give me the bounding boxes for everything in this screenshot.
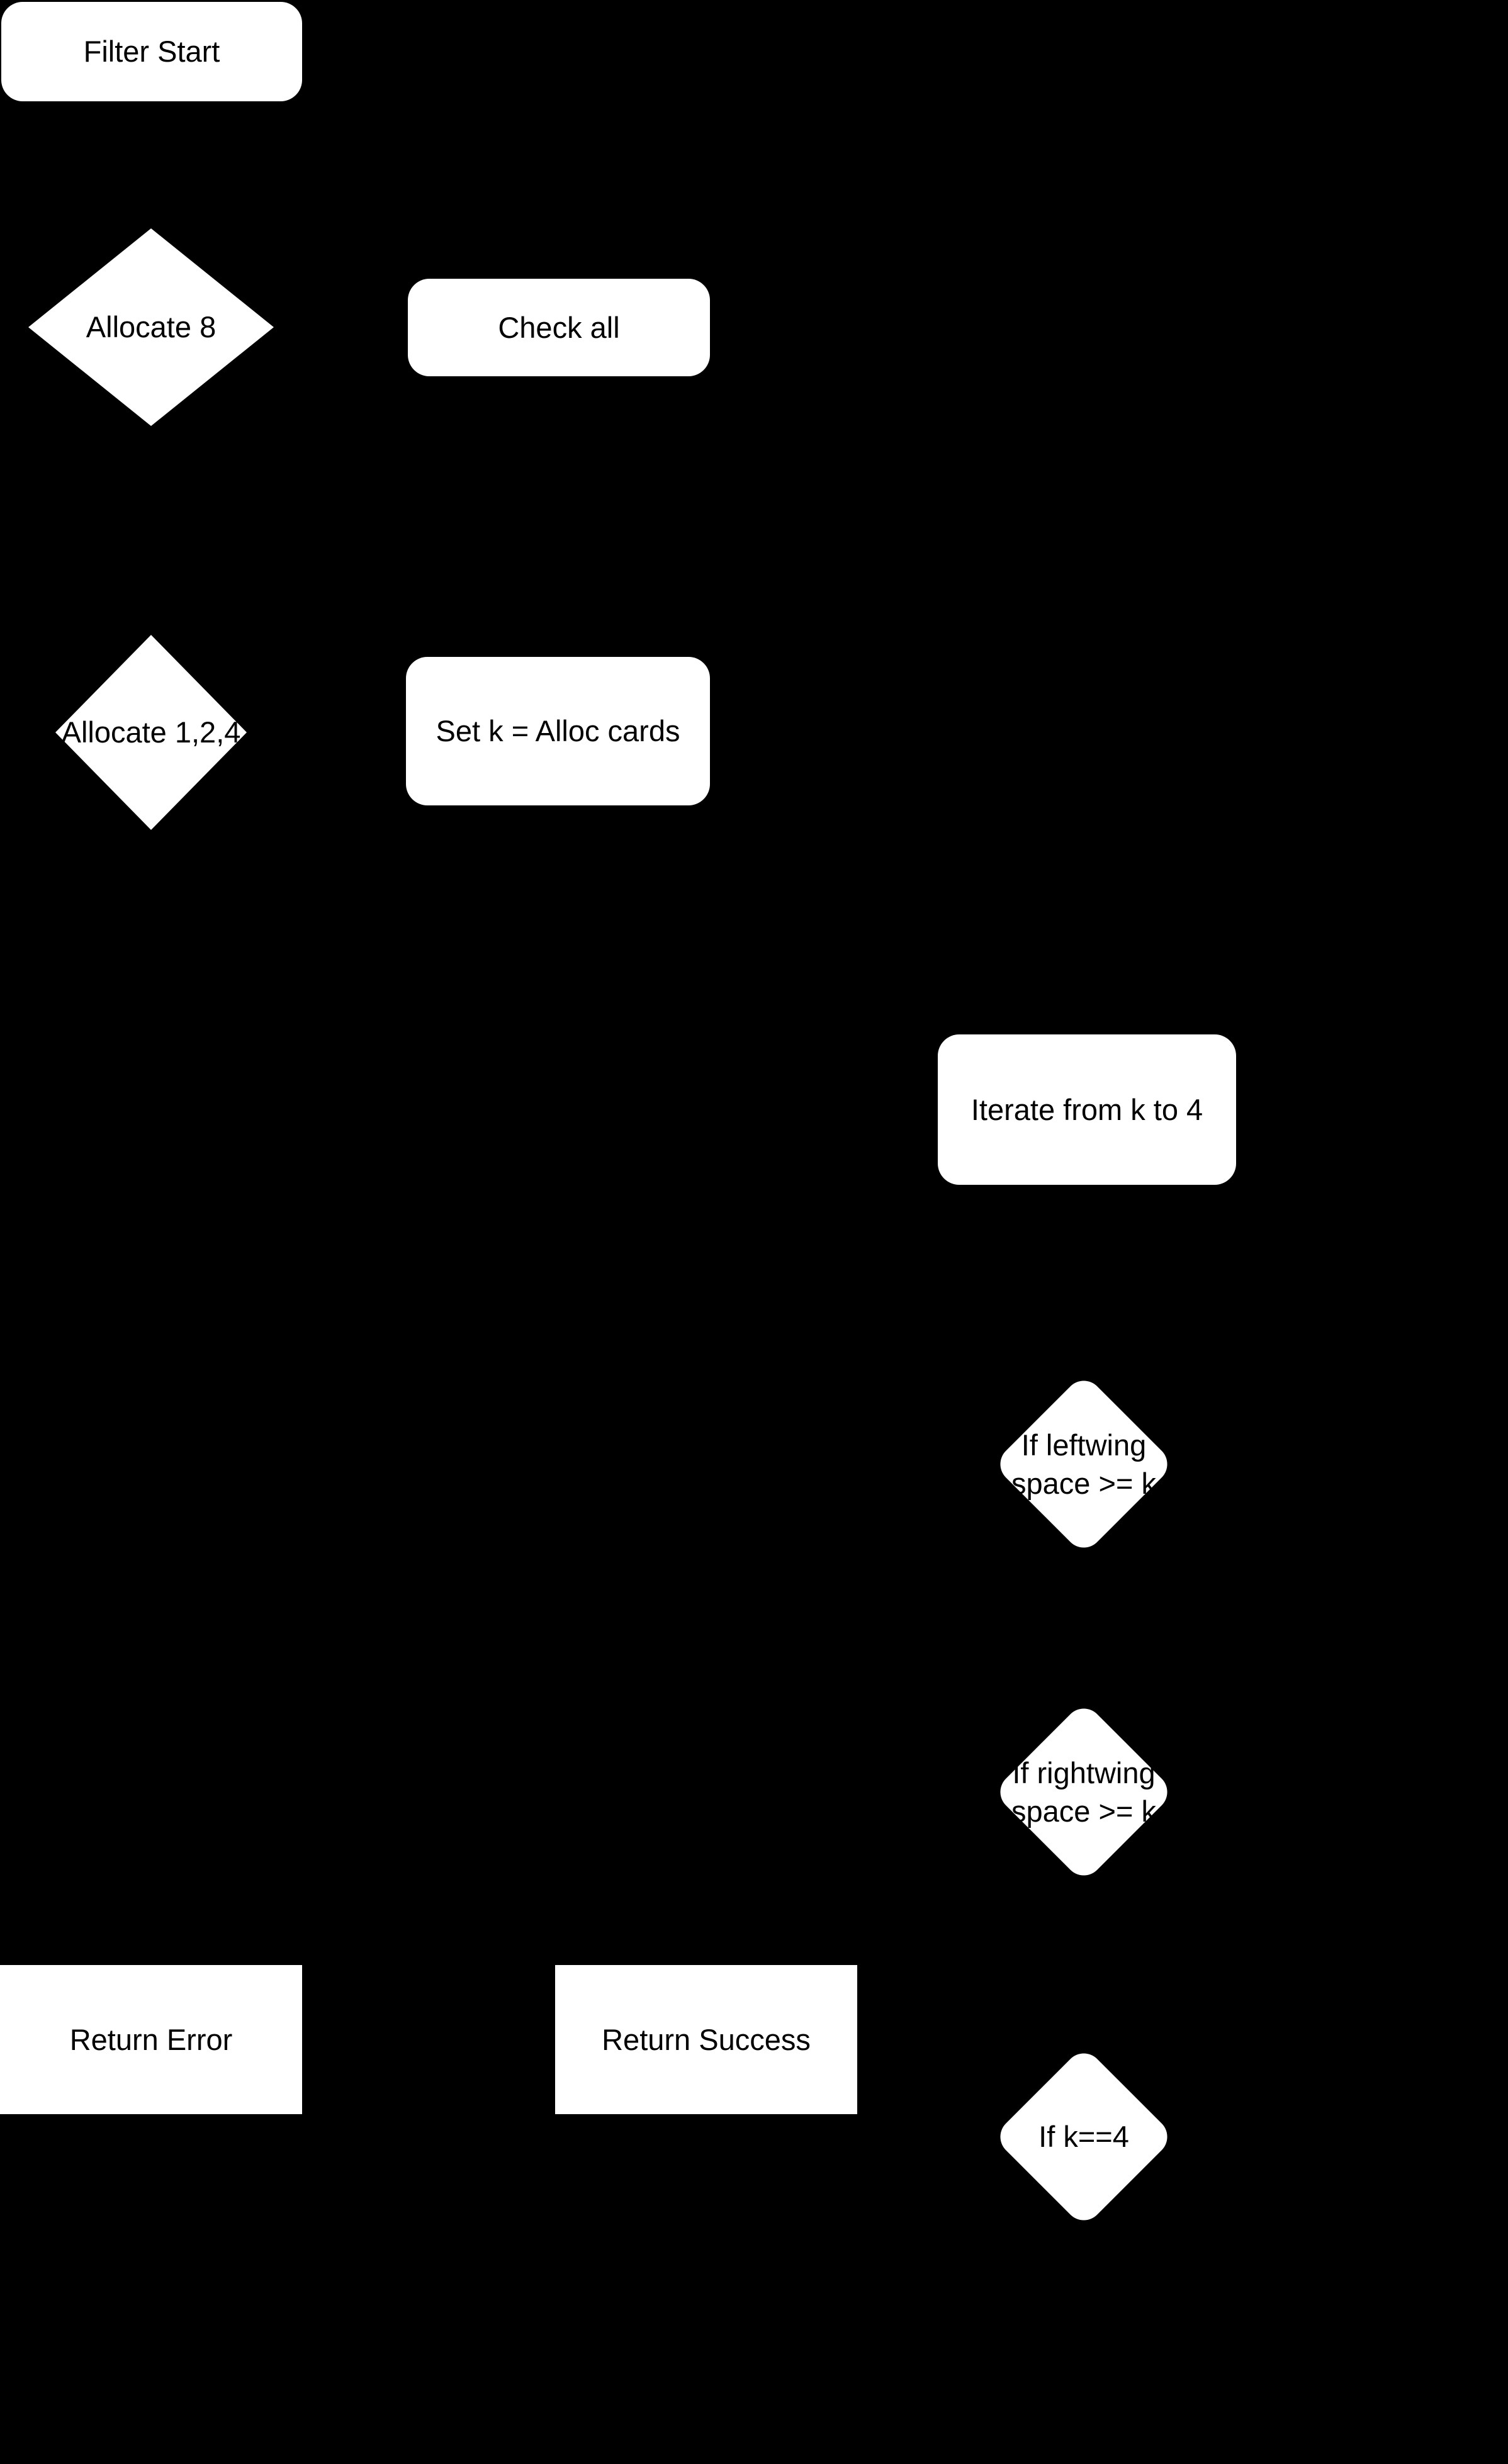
node-if-k-equals-4: If k==4 — [993, 2046, 1175, 2228]
node-if-k-equals-4-label: If k==4 — [1038, 2120, 1129, 2154]
node-return-error-label: Return Error — [69, 2022, 233, 2056]
node-return-success: Return Success — [555, 1965, 857, 2114]
node-iterate-from-k-to-4: Iterate from k to 4 — [938, 1034, 1236, 1185]
node-if-rightwing-space-label: If rightwing space >= k — [1011, 1756, 1156, 1828]
node-set-k-alloc-cards-label: Set k = Alloc cards — [436, 714, 680, 748]
node-allocate-1-2-4: Allocate 1,2,4 — [55, 635, 247, 830]
node-if-leftwing-space: If leftwing space >= k — [993, 1371, 1175, 1557]
node-check-all: Check all — [408, 279, 710, 376]
node-allocate-1-2-4-label: Allocate 1,2,4 — [61, 715, 241, 749]
node-iterate-from-k-to-4-label: Iterate from k to 4 — [971, 1092, 1203, 1126]
node-check-all-label: Check all — [498, 310, 620, 344]
node-return-success-label: Return Success — [602, 2022, 811, 2056]
node-return-error: Return Error — [0, 1965, 302, 2114]
node-filter-start: Filter Start — [1, 2, 302, 101]
node-allocate-8-label: Allocate 8 — [86, 310, 217, 344]
node-allocate-8: Allocate 8 — [28, 228, 274, 426]
node-if-leftwing-space-label: If leftwing space >= k — [1011, 1428, 1156, 1500]
node-set-k-alloc-cards: Set k = Alloc cards — [406, 657, 710, 805]
node-filter-start-label: Filter Start — [83, 35, 220, 69]
node-if-rightwing-space: If rightwing space >= k — [993, 1699, 1175, 1885]
